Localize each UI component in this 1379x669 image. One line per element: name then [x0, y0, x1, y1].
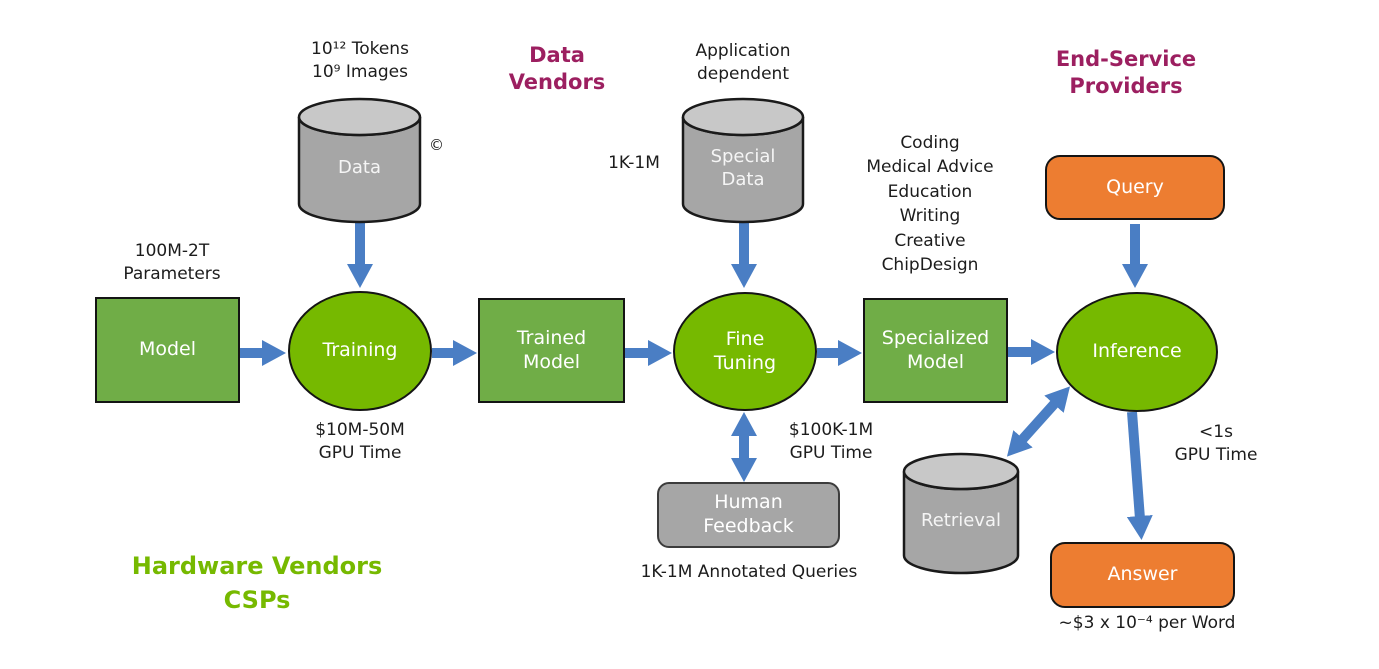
heading-data-vendors: Data Vendors — [508, 43, 606, 94]
database-icon — [902, 452, 1020, 575]
fine-tuning-node: Fine Tuning — [673, 292, 817, 411]
fine-tuning-cost-label: $100K-1M GPU Time — [788, 420, 874, 463]
copyright-symbol: © — [429, 136, 444, 154]
arrow-inference-to-answer — [1126, 411, 1153, 540]
human-feedback-node: Human Feedback — [657, 482, 840, 548]
use-cases-list: Coding Medical Advice Education Writing … — [866, 133, 994, 276]
trained-model-node-label: Trained Model — [516, 326, 587, 373]
special-data-cylinder: Special Data — [681, 97, 805, 224]
training-node: Training — [288, 291, 432, 411]
arrow-inference-retrieval-bidirectional — [1006, 386, 1071, 457]
answer-node: Answer — [1050, 542, 1235, 608]
dataset-size-label: 10¹² Tokens 10⁹ Images — [311, 39, 409, 82]
query-node-label: Query — [1106, 175, 1164, 198]
specialized-model-node: Specialized Model — [863, 298, 1008, 403]
answer-cost-label: ~$3 x 10⁻⁴ per Word — [1058, 613, 1236, 633]
model-node-label: Model — [138, 338, 197, 361]
database-icon — [297, 97, 422, 224]
retrieval-cylinder: Retrieval — [902, 452, 1020, 575]
feedback-size-label: 1K-1M Annotated Queries — [640, 562, 858, 582]
trained-model-node: Trained Model — [478, 298, 625, 403]
answer-node-label: Answer — [1107, 563, 1178, 586]
fine-tuning-node-label: Fine Tuning — [713, 327, 777, 374]
inference-node-label: Inference — [1092, 340, 1182, 363]
human-feedback-node-label: Human Feedback — [703, 491, 794, 537]
specialized-model-node-label: Specialized Model — [881, 326, 990, 373]
retrieval-cylinder-label: Retrieval — [921, 510, 1001, 532]
data-cylinder: Data — [297, 97, 422, 224]
query-node: Query — [1045, 155, 1225, 220]
data-cylinder-label: Data — [338, 157, 381, 179]
heading-hardware-vendors-csps: Hardware Vendors CSPs — [131, 552, 383, 615]
inference-node: Inference — [1056, 292, 1218, 412]
special-data-size-label: 1K-1M — [608, 153, 660, 173]
special-data-cylinder-label: Special Data — [710, 146, 776, 190]
database-icon — [681, 97, 805, 224]
model-size-label: 100M-2T Parameters — [123, 241, 221, 284]
model-node: Model — [95, 297, 240, 403]
application-dependent-label: Application dependent — [695, 41, 791, 84]
training-node-label: Training — [322, 339, 398, 362]
heading-end-service-providers: End-Service Providers — [1055, 47, 1197, 98]
training-cost-label: $10M-50M GPU Time — [315, 420, 405, 463]
inference-latency-label: <1s GPU Time — [1174, 422, 1258, 465]
